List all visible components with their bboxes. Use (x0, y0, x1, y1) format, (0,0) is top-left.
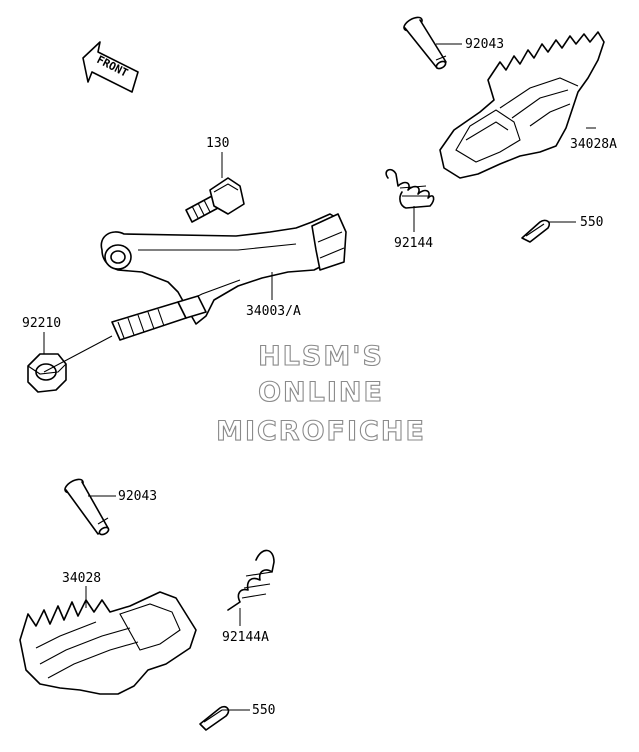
footpeg-right[interactable] (439, 31, 605, 179)
flange-nut[interactable] (27, 353, 67, 393)
clevis-pin-top[interactable] (402, 15, 447, 70)
label-spring-top[interactable]: 92144 (394, 236, 433, 251)
clevis-pin-bottom[interactable] (63, 477, 110, 536)
part-labels: 92043 34028A 130 92144 550 34003/A 92210… (22, 37, 617, 718)
label-pin-top[interactable]: 92043 (465, 37, 504, 52)
torsion-spring-top[interactable] (385, 168, 435, 209)
torsion-spring-bottom[interactable] (227, 549, 275, 611)
label-step-left[interactable]: 34028 (62, 571, 101, 586)
watermark-line-3: MICROFICHE (216, 416, 426, 447)
label-bolt[interactable]: 130 (206, 136, 229, 151)
watermark-line-1: HLSM'S (258, 341, 384, 372)
label-pin-bottom[interactable]: 92043 (118, 489, 157, 504)
watermark-line-2: ONLINE (258, 377, 384, 408)
label-nut[interactable]: 92210 (22, 316, 61, 331)
label-cotter-top[interactable]: 550 (580, 215, 603, 230)
bolt-130[interactable] (185, 177, 245, 223)
watermark: HLSM'S ONLINE MICROFICHE (216, 340, 426, 447)
footpeg-left[interactable] (19, 591, 197, 695)
label-step-right[interactable]: 34028A (570, 137, 617, 152)
cotter-pin-top[interactable] (521, 219, 551, 243)
leader-lines (43, 43, 596, 711)
front-arrow-icon: FRONT (82, 41, 139, 93)
label-cotter-bottom[interactable]: 550 (252, 703, 275, 718)
label-bracket[interactable]: 34003/A (246, 304, 301, 319)
footpeg-bracket[interactable] (100, 213, 347, 341)
cotter-pin-bottom[interactable] (199, 705, 230, 731)
label-spring-bottom[interactable]: 92144A (222, 630, 269, 645)
